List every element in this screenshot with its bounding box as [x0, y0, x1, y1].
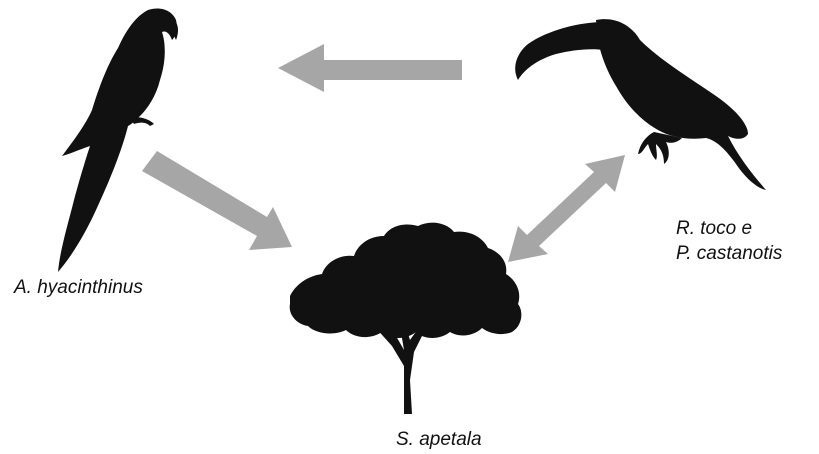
tree-species-label: S. apetala: [396, 427, 482, 452]
toucan-species-line-2: P. castanotis: [676, 241, 782, 266]
macaw-silhouette-icon: [58, 8, 178, 272]
macaw-species-label: A. hyacinthinus: [14, 275, 143, 300]
toucan-species-line-1: R. toco e: [676, 216, 782, 241]
toucan-silhouette-icon: [515, 19, 766, 190]
arrow-macaw-to-tree: [142, 151, 292, 250]
arrow-toucan-tree-bidirectional: [508, 155, 625, 262]
arrow-toucan-to-macaw: [278, 44, 462, 92]
arrows: [142, 44, 625, 262]
tree-silhouette-icon: [290, 223, 522, 414]
toucan-species-label: R. toco e P. castanotis: [676, 216, 782, 266]
